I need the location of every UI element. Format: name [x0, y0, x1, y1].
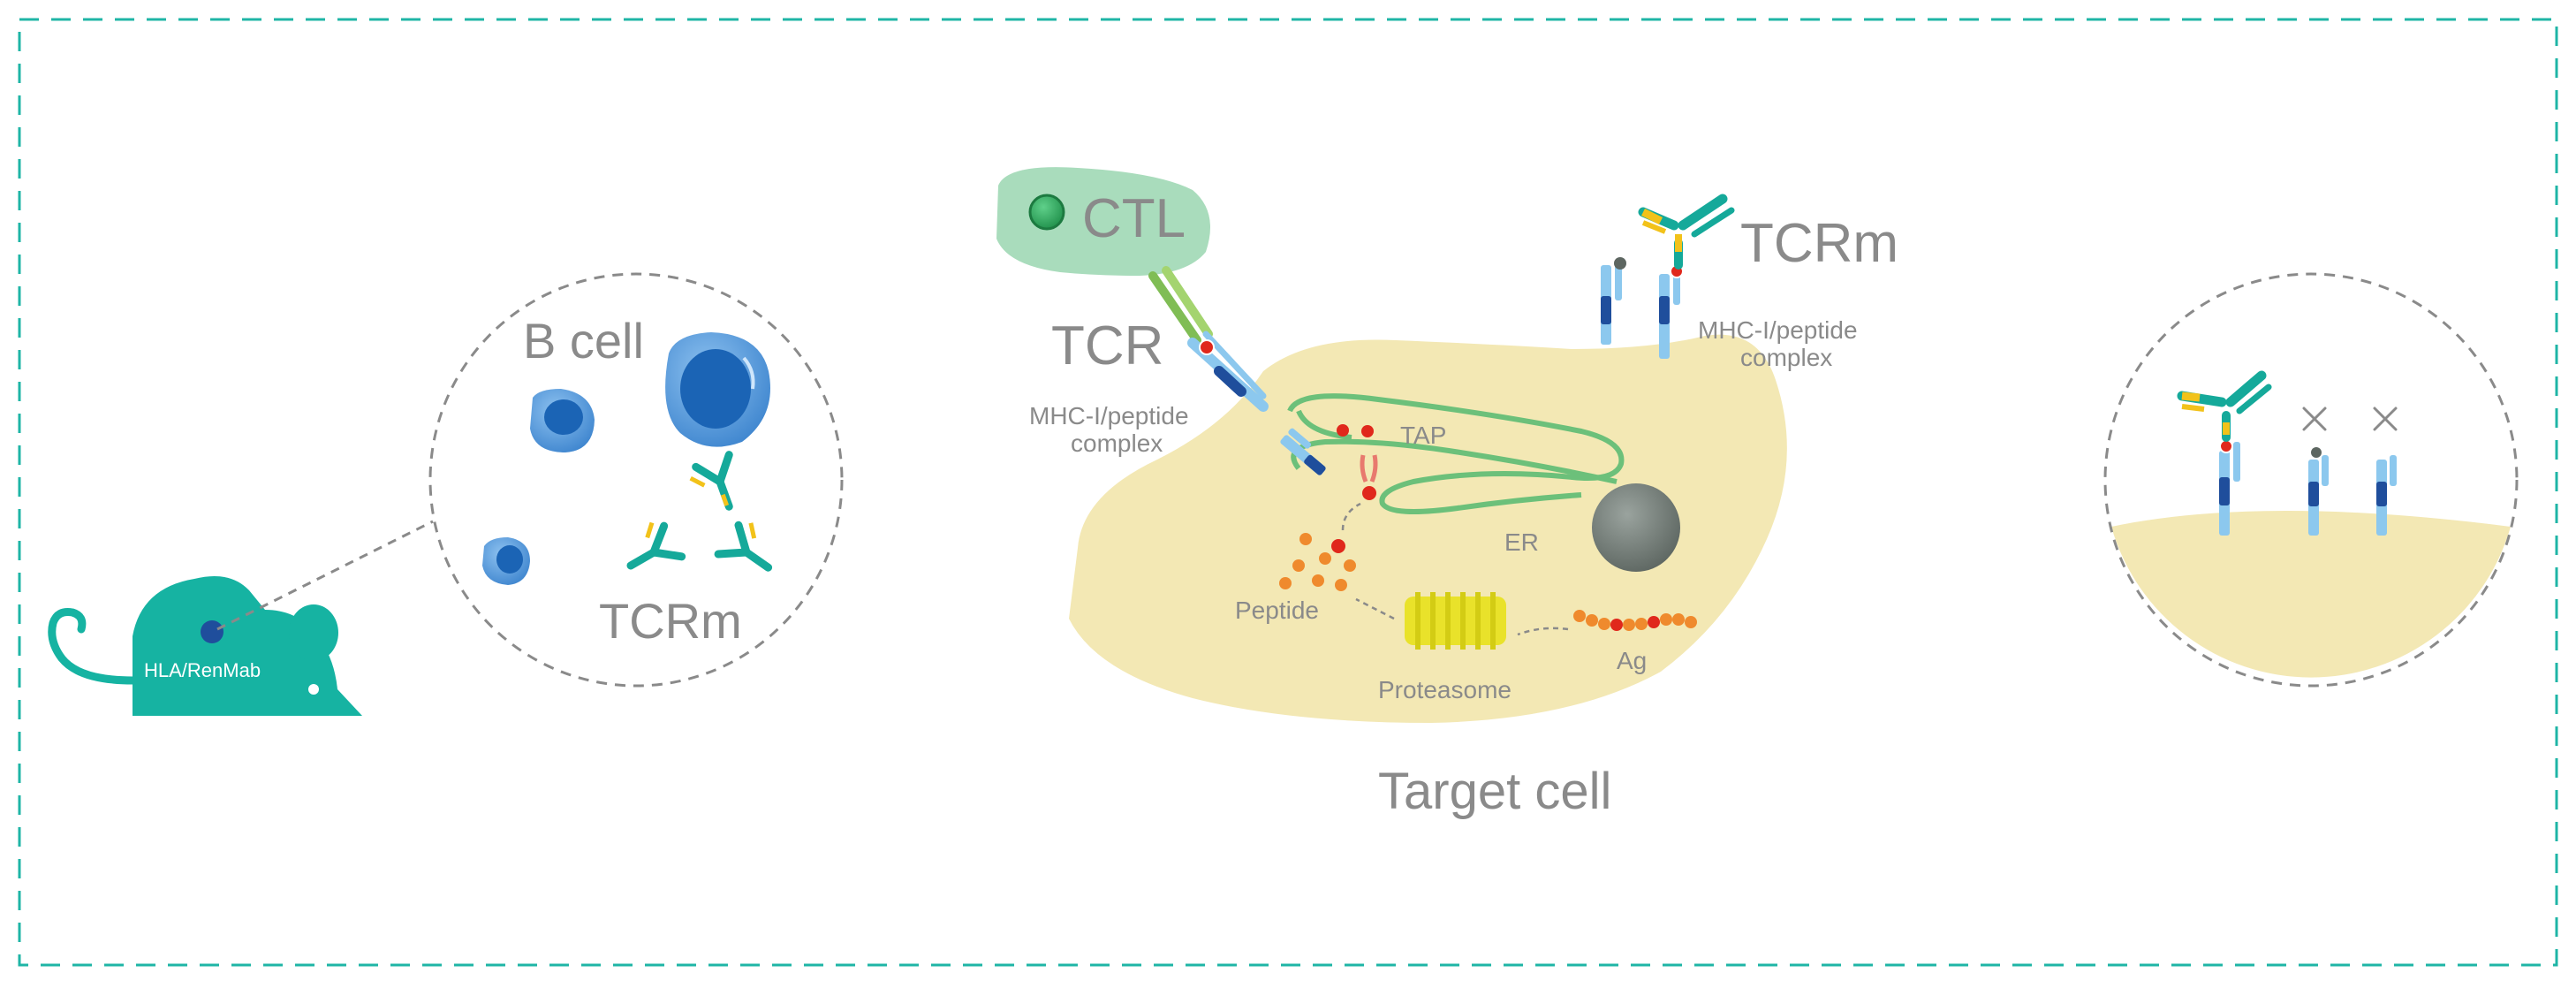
- proteasome-label: Proteasome: [1378, 676, 1512, 703]
- mhc-right-label-1: MHC-I/peptide: [1698, 316, 1858, 344]
- mhc-empty-right-2: [2376, 455, 2397, 536]
- peptide-to-tap-arrow: [1341, 502, 1361, 531]
- zoom-line: [216, 520, 434, 631]
- proteasome-icon: [1405, 592, 1506, 650]
- ctl-label: CTL: [1082, 188, 1186, 249]
- mhc-empty-top: [1601, 257, 1626, 345]
- tcr-label: TCR: [1051, 315, 1163, 376]
- peptide-cluster: [1279, 533, 1356, 591]
- tcrm-antibody-top: [1638, 194, 1735, 270]
- antigen-chain: [1573, 610, 1697, 631]
- no-binding-x-icon: [2302, 407, 2327, 431]
- tcr-receptor: [1148, 266, 1213, 345]
- antibody-icon: [714, 521, 773, 572]
- b-cell-large: [665, 332, 770, 447]
- mhc-empty-right-1: [2308, 447, 2329, 536]
- tap-label: TAP: [1400, 422, 1446, 449]
- antibody-icon: [626, 521, 686, 570]
- mhc-bound-top: [1659, 264, 1684, 359]
- ag-label: Ag: [1617, 647, 1647, 674]
- proteasome-to-peptide-arrow: [1355, 597, 1395, 620]
- nucleus: [1592, 483, 1680, 572]
- b-cell-medium: [530, 389, 595, 452]
- mhc-left-label-2: complex: [1071, 429, 1163, 457]
- b-cell-small: [482, 537, 530, 585]
- tcrm-label-top: TCRm: [1740, 213, 1898, 274]
- mouse-icon: HLA/RenMab: [48, 575, 362, 716]
- mhc-peptide-complex-left: [1187, 331, 1269, 412]
- peptide-label: Peptide: [1235, 597, 1319, 624]
- tcrm-label-left: TCRm: [599, 593, 742, 649]
- b-cell-label: B cell: [523, 313, 644, 369]
- antibody-icon: [689, 451, 733, 511]
- antigen-to-proteasome-arrow: [1517, 627, 1569, 636]
- mouse-label: HLA/RenMab: [144, 659, 261, 681]
- mhc-bound-right: [2219, 439, 2240, 536]
- specificity-zoom-circle: [2103, 272, 2519, 688]
- no-binding-x-icon: [2373, 407, 2398, 431]
- mhc-right-label-2: complex: [1740, 344, 1832, 371]
- er-label: ER: [1504, 528, 1539, 556]
- mhc-er-icon: [1280, 428, 1326, 475]
- outer-border: [18, 18, 2558, 967]
- b-cell-zoom-circle: B cell TCRm: [428, 272, 844, 688]
- tap-transporter: [1337, 424, 1378, 500]
- mhc-left-label-1: MHC-I/peptide: [1029, 402, 1189, 429]
- tcrm-antibody-right: [2177, 370, 2272, 442]
- target-cell-label: Target cell: [1378, 763, 1611, 820]
- ctl-nucleus: [1028, 194, 1065, 231]
